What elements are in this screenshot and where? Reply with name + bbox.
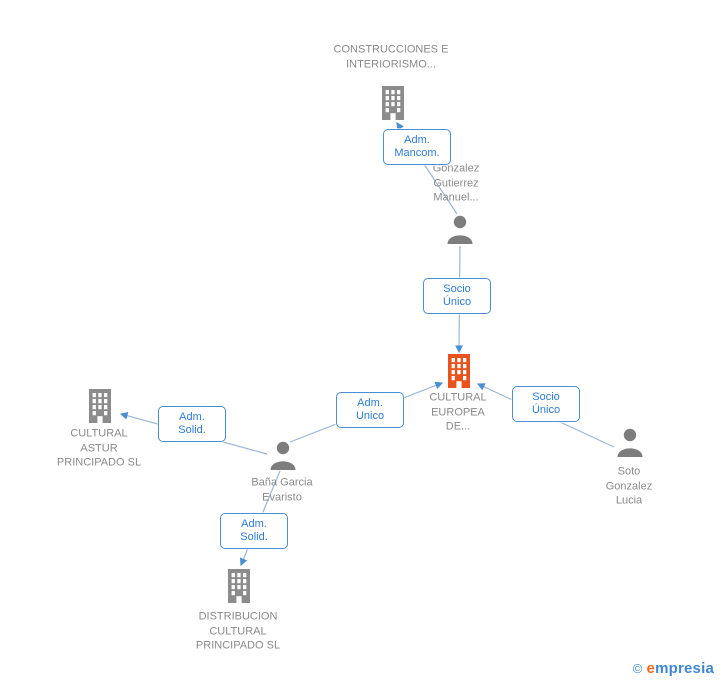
company-label-cultural-astur: CULTURAL ASTUR PRINCIPADO SL (56, 427, 142, 469)
person-label-bana-garcia: Baña Garcia Evaristo (251, 476, 313, 504)
edge-label-adm-solid-bottom: Adm. Solid. (220, 513, 288, 549)
edge-label-adm-unico: Adm. Unico (336, 392, 404, 428)
person-icon (447, 215, 473, 244)
edge-label-adm-solid-left: Adm. Solid. (158, 406, 226, 442)
building-icon (228, 569, 250, 603)
brand-first-letter: e (646, 660, 656, 677)
building-icon (89, 389, 111, 423)
edge-label-socio-unico-right: Socio Único (512, 386, 580, 422)
company-label-construcciones: CONSTRUCCIONES E INTERIORISMO... (333, 43, 449, 71)
person-node-gonzalez-gutierrez[interactable] (445, 214, 475, 244)
company-node-cultural-europea[interactable] (444, 354, 474, 388)
company-node-cultural-astur[interactable] (85, 389, 115, 423)
company-label-cultural-europea: CULTURAL EUROPEA DE... (429, 391, 487, 433)
company-node-distribucion[interactable] (224, 569, 254, 603)
person-label-gonzalez-gutierrez: Gonzalez Gutierrez Manuel... (432, 162, 480, 204)
person-icon (270, 441, 296, 470)
edge-label-adm-mancom: Adm. Mancom. (383, 129, 451, 165)
edge-label-socio-unico-top: Socio Único (423, 278, 491, 314)
company-label-distribucion: DISTRIBUCION CULTURAL PRINCIPADO SL (195, 610, 281, 652)
copyright-symbol: © (632, 661, 643, 676)
building-icon-highlighted (448, 354, 470, 388)
building-icon (382, 86, 404, 120)
empresia-logo[interactable]: ©empresia (633, 660, 714, 677)
person-icon (617, 428, 643, 457)
company-node-construcciones[interactable] (378, 86, 408, 120)
person-label-soto-gonzalez: Soto Gonzalez Lucia (605, 465, 653, 507)
brand-rest: mpresia (655, 660, 714, 677)
person-node-bana-garcia[interactable] (268, 440, 298, 470)
person-node-soto-gonzalez[interactable] (615, 427, 645, 457)
